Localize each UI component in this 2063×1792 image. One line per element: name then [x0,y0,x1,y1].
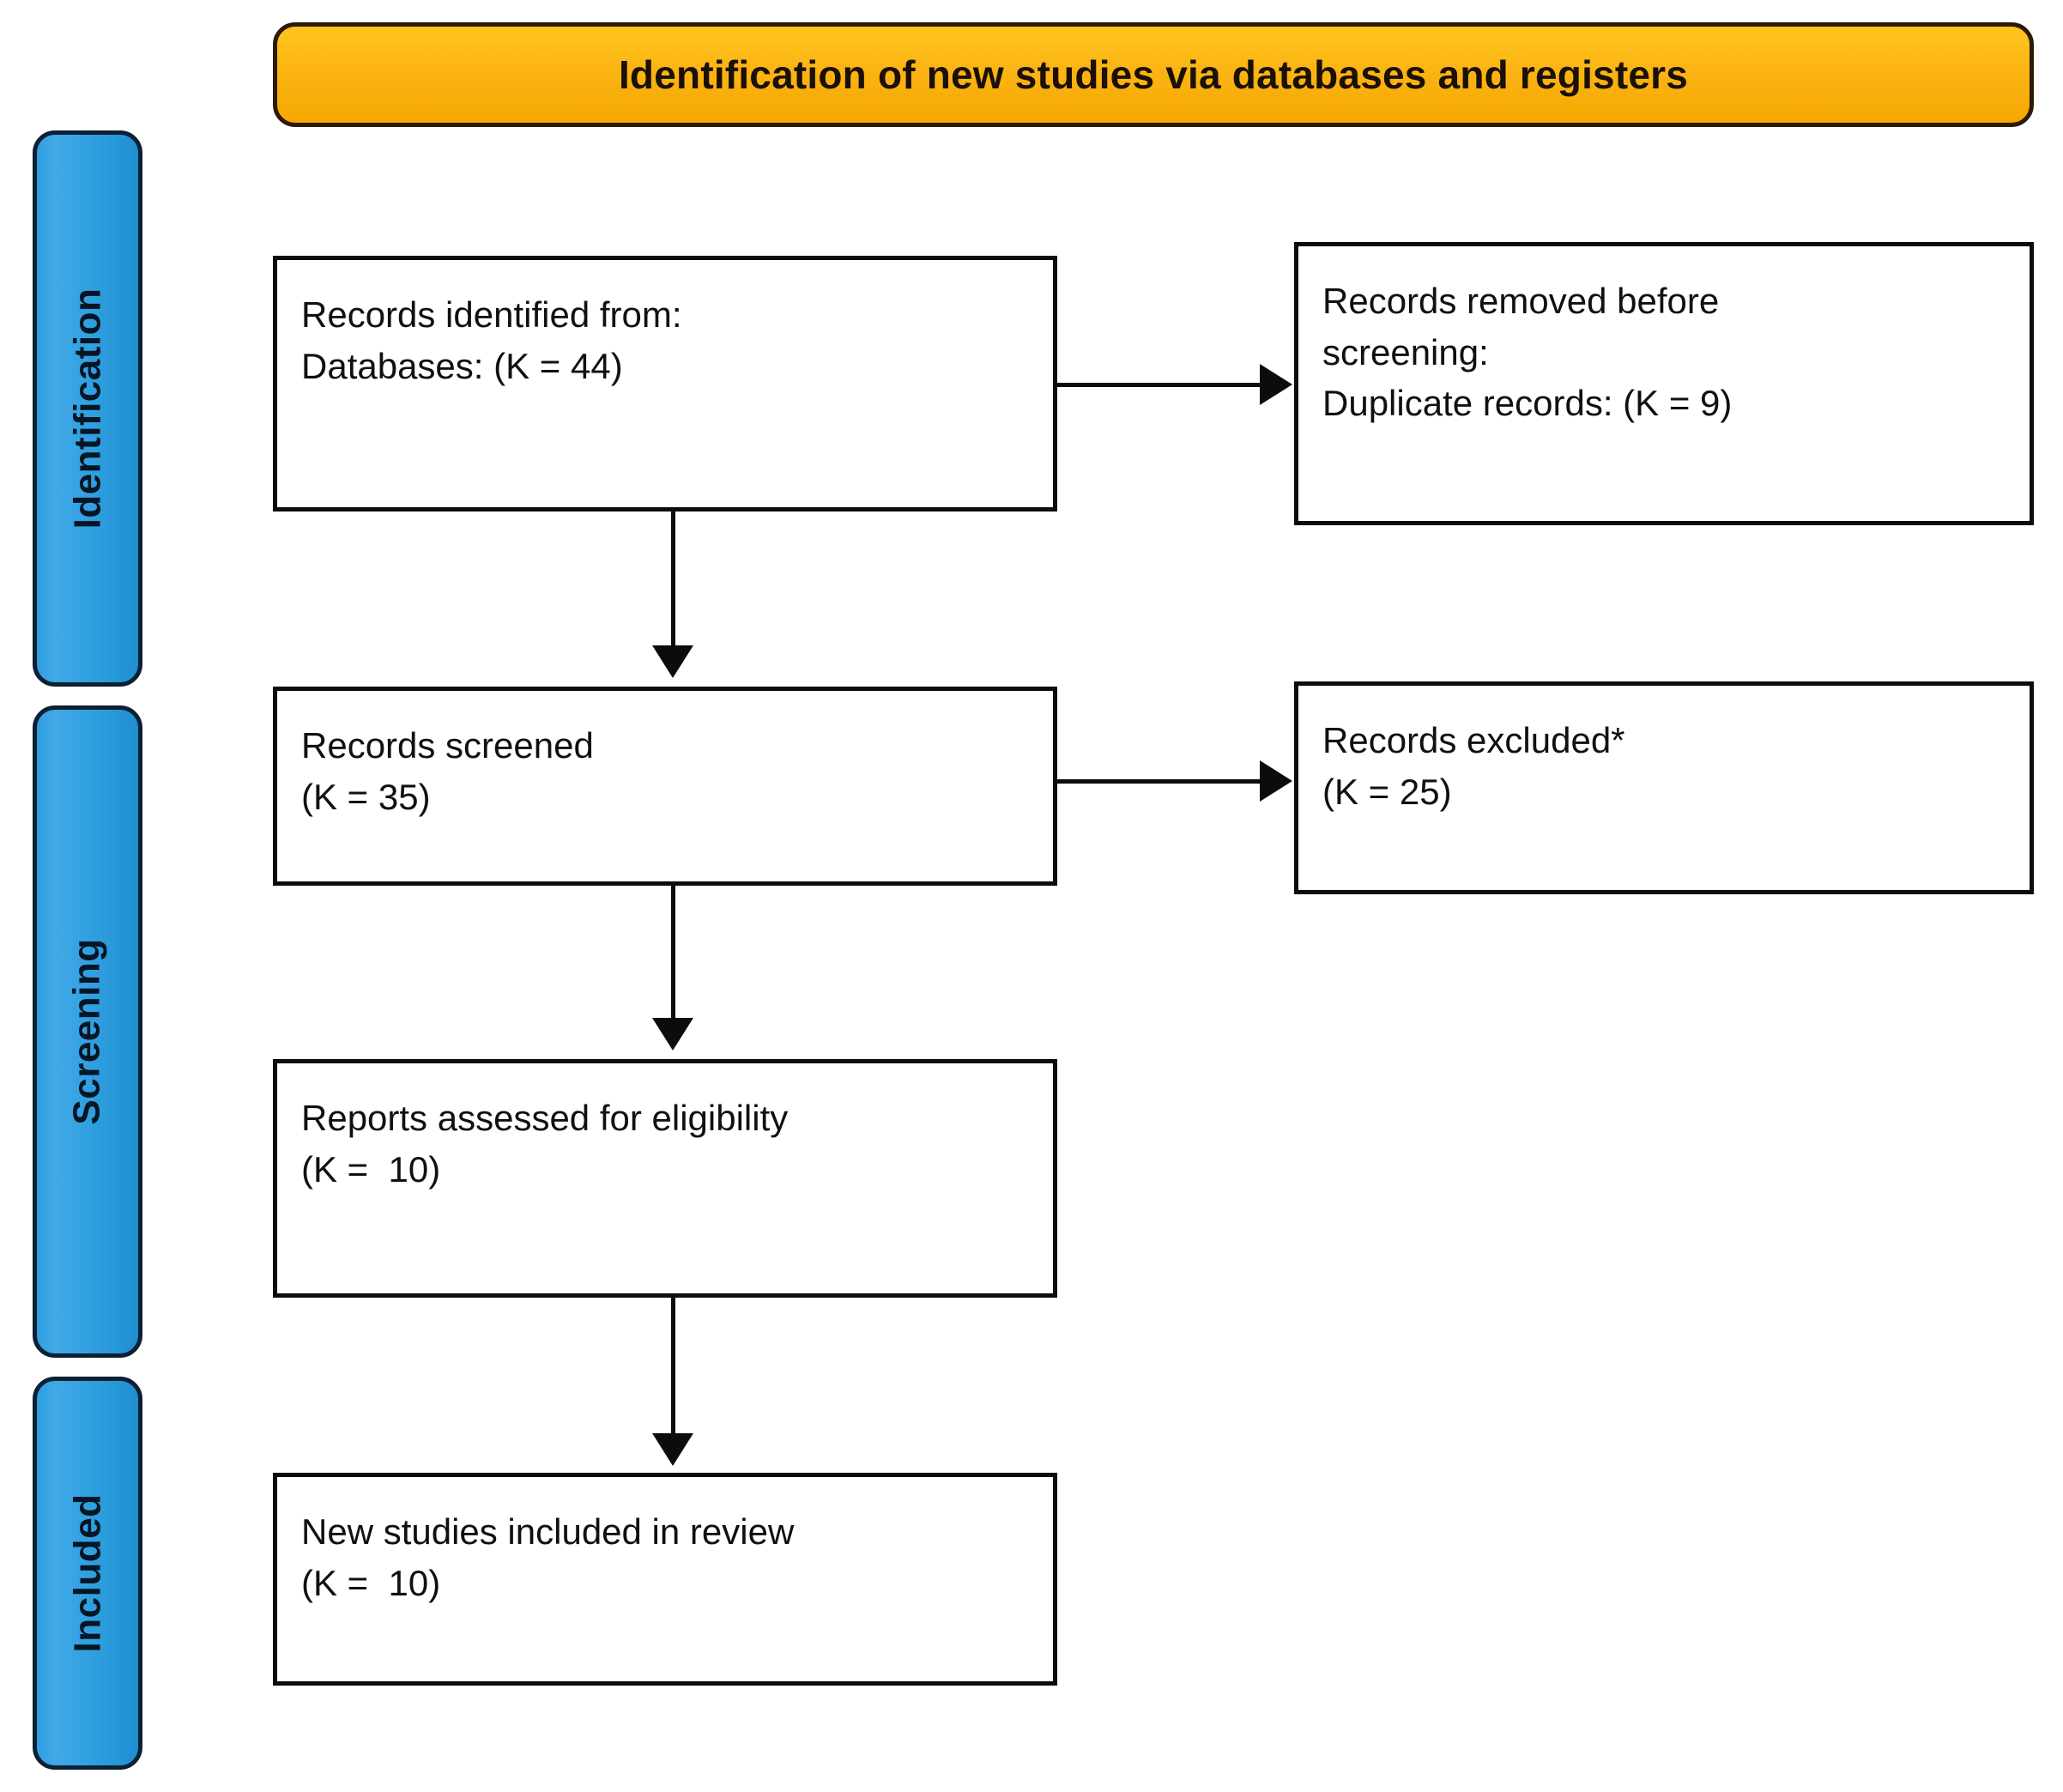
stage-label-included: Included [66,1493,108,1653]
flow-box-records-removed: Records removed before screening: Duplic… [1294,242,2034,525]
flow-box-line: Records screened [301,725,594,766]
flow-box-line: Records excluded* [1322,720,1625,760]
arrow-down-icon [652,1433,693,1466]
stage-label-identification: Identification [66,288,108,530]
stage-rail-screening: Screening [33,705,142,1358]
flow-box-reports-assessed: Reports assessed for eligibility (K = 10… [273,1059,1057,1298]
flow-box-records-screened: Records screened (K = 35) [273,687,1057,886]
stage-rail-included: Included [33,1377,142,1770]
flow-box-line: Duplicate records: (K = 9) [1322,383,1733,424]
arrow-down-icon [652,645,693,678]
stage-rail-identification: Identification [33,130,142,687]
flow-box-line: New studies included in review [301,1511,795,1552]
flow-box-new-studies-included: New studies included in review (K = 10) [273,1473,1057,1686]
arrow-down-icon [652,1018,693,1050]
flow-box-line: Databases: (K = 44) [301,345,623,386]
arrow-right-icon [1260,760,1292,802]
arrow-line-screened-to-assessed [671,886,675,1021]
flow-box-line: screening: [1322,331,1489,372]
flow-box-line: (K = 10) [301,1148,441,1190]
flow-box-line: (K = 25) [1322,771,1452,812]
arrow-line-assessed-to-included [671,1298,675,1437]
flow-box-records-excluded: Records excluded* (K = 25) [1294,681,2034,894]
flow-box-line: (K = 35) [301,776,431,817]
flow-box-line: Records removed before [1322,281,1720,321]
diagram-header-banner: Identification of new studies via databa… [273,22,2034,127]
arrow-line-screened-to-excluded [1057,779,1261,784]
flow-box-line: Records identified from: [301,294,682,335]
arrow-right-icon [1260,364,1292,405]
stage-label-screening: Screening [66,938,108,1125]
arrow-line-identified-to-screened [671,512,675,649]
flow-box-records-identified: Records identified from: Databases: (K =… [273,256,1057,512]
page-title: Identification of new studies via databa… [618,52,1689,97]
flow-box-line: (K = 10) [301,1562,441,1603]
arrow-line-identified-to-removed [1057,383,1261,387]
flow-box-line: Reports assessed for eligibility [301,1098,789,1138]
